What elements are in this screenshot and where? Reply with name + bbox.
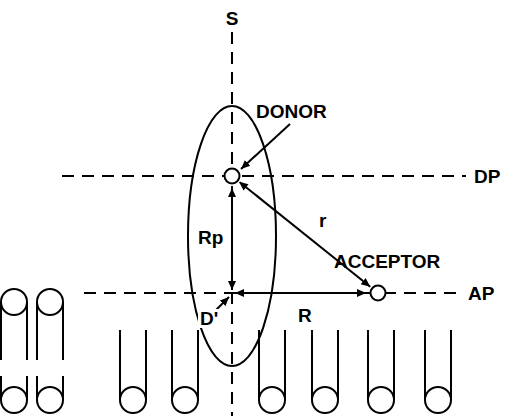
molecule-circle	[223, 167, 241, 185]
symmetry-axis	[231, 32, 233, 416]
donor-molecule: DONOR	[223, 167, 241, 185]
distance-label: R	[296, 306, 314, 325]
plane-label: AP	[466, 284, 496, 303]
rp-arrow	[231, 186, 233, 290]
probe-ellipse	[188, 106, 276, 366]
molecule-label: ACCEPTOR	[334, 252, 440, 271]
molecule-label: DONOR	[256, 102, 327, 121]
acceptor-molecule: ACCEPTOR	[369, 284, 387, 302]
plane-label: DP	[472, 167, 502, 186]
distance-arrow	[240, 182, 370, 286]
distance-label: Rp	[196, 228, 225, 247]
edge-label: r	[317, 211, 328, 230]
axis-label: S	[224, 9, 241, 28]
lipid-molecules	[1, 289, 451, 413]
donor-leader	[241, 124, 290, 169]
distance-label: D'	[198, 309, 220, 328]
r-distance-arrow	[235, 292, 366, 294]
donor-plane	[62, 175, 466, 177]
acceptor-plane	[84, 292, 460, 294]
molecule-circle	[369, 284, 387, 302]
